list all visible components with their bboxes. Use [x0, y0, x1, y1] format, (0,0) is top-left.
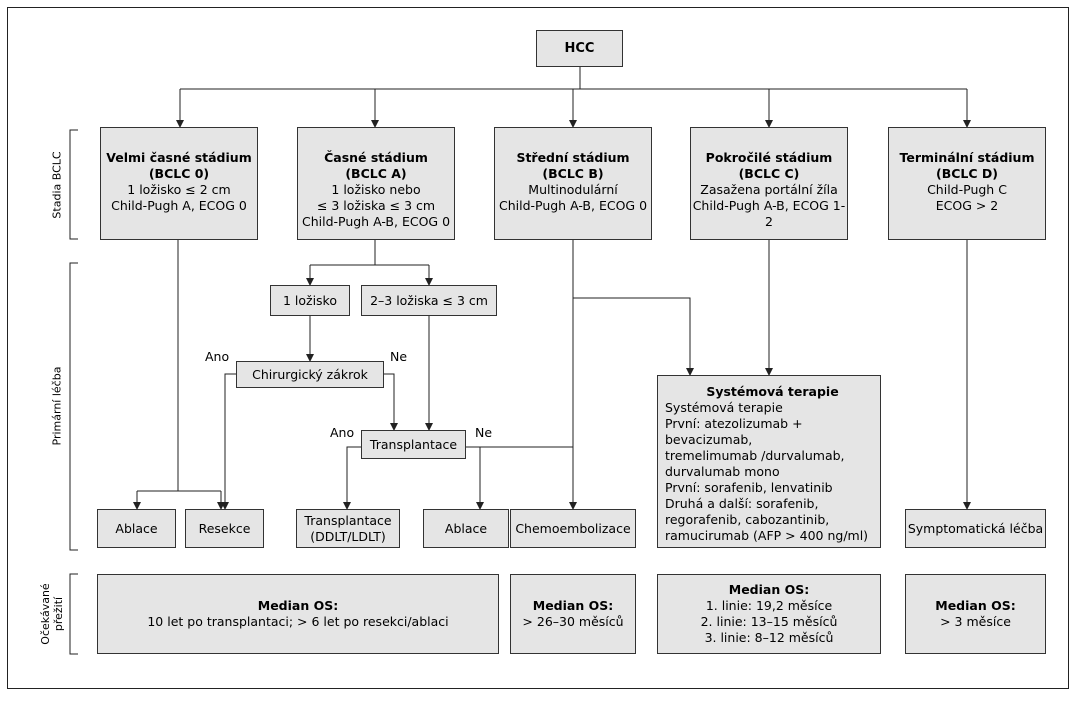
arrow-b-to-systemic: [573, 297, 694, 376]
stage-code: (BCLC 0): [148, 166, 210, 181]
systemic-line: regorafenib, cabozantinib,: [665, 512, 830, 527]
treatment-resection: Resekce: [185, 509, 264, 548]
treatment-symptomatic-label: Symptomatická léčba: [907, 520, 1044, 536]
survival-title: Median OS:: [257, 598, 339, 613]
stage-title: Časné stádium: [324, 150, 428, 165]
row-label-survival-1: Očekávané: [39, 583, 52, 645]
survival-title: Median OS:: [935, 598, 1016, 613]
label-surgery-no: Ne: [390, 349, 408, 364]
survival-line: 2. linie: 13–15 měsíců: [700, 614, 838, 629]
node-transplant-label: Transplantace: [369, 436, 458, 452]
stage-detail: Child-Pugh A-B, ECOG 0: [301, 214, 451, 229]
systemic-line: Systémová terapie: [665, 400, 783, 415]
node-two-three-lesions: 2–3 ložiska ≤ 3 cm: [361, 285, 497, 316]
row-label-stage: Stadia BCLC: [50, 151, 64, 219]
node-one-lesion-label: 1 ložisko: [282, 292, 338, 308]
stage-code: (BCLC A): [345, 166, 407, 181]
stage-detail: Child-Pugh A-B, ECOG 1-2: [692, 198, 846, 229]
hcc-label: HCC: [564, 40, 595, 56]
systemic-line: První: sorafenib, lenvatinib: [665, 480, 833, 495]
survival-title: Median OS:: [532, 598, 614, 613]
row-label-survival-2: přežití: [52, 596, 65, 632]
stage-title: Pokročilé stádium: [705, 150, 833, 165]
treatment-chemo-label: Chemoembolizace: [515, 520, 631, 536]
stage-detail: ≤ 3 ložiska ≤ 3 cm: [316, 198, 436, 213]
survival-title: Median OS:: [728, 582, 810, 597]
treatment-transplant-label: Transplantace: [304, 512, 392, 528]
stage-detail: Child-Pugh C: [927, 182, 1007, 197]
stage-title: Terminální stádium: [899, 150, 1035, 165]
systemic-title: Systémová terapie: [706, 384, 839, 399]
stage-detail: 1 ložisko ≤ 2 cm: [127, 182, 231, 197]
systemic-line: durvalumab mono: [665, 464, 780, 479]
survival-line: 3. linie: 8–12 měsíců: [704, 630, 834, 645]
survival-line: > 26–30 měsíců: [522, 614, 624, 629]
bracket-stage: [69, 129, 78, 240]
treatment-transplant-sub: (DDLT/LDLT): [310, 528, 386, 544]
stage-title: Velmi časné stádium: [106, 150, 252, 165]
treatment-chemoembolization: Chemoembolizace: [510, 509, 636, 548]
treatment-ablation-label: Ablace: [115, 520, 158, 536]
stage-code: (BCLC B): [542, 166, 604, 181]
survival-line: > 3 měsíce: [940, 614, 1011, 629]
arrow-surgery-no: [384, 373, 398, 431]
survival-line: 10 let po transplantaci; > 6 let po rese…: [147, 614, 449, 629]
treatment-ablation: Ablace: [97, 509, 176, 548]
systemic-line: První: atezolizumab + bevacizumab,: [665, 416, 803, 447]
stage-box-bclc-b: Střední stádium (BCLC B) Multinodulární …: [494, 127, 652, 240]
node-transplant-decision: Transplantace: [361, 430, 466, 459]
stage-detail: Child-Pugh A, ECOG 0: [111, 198, 247, 213]
survival-line: 1. linie: 19,2 měsíce: [705, 598, 833, 613]
stage-box-bclc-d: Terminální stádium (BCLC D) Child-Pugh C…: [888, 127, 1046, 240]
arrow-surgery-yes: [221, 373, 236, 510]
survival-box-early: Median OS: 10 let po transplantaci; > 6 …: [97, 574, 499, 654]
survival-box-terminal: Median OS: > 3 měsíce: [905, 574, 1046, 654]
treatment-transplant: Transplantace (DDLT/LDLT): [296, 509, 400, 548]
survival-box-advanced: Median OS: 1. linie: 19,2 měsíce 2. lini…: [657, 574, 881, 654]
node-one-lesion: 1 ložisko: [270, 285, 350, 316]
diagram-frame: [7, 7, 1069, 689]
treatment-resection-label: Resekce: [198, 520, 251, 536]
row-label-survival: Očekávané přežití: [39, 583, 65, 644]
systemic-line: tremelimumab /durvalumab,: [665, 448, 845, 463]
stage-detail: Zasažena portální žíla: [700, 182, 838, 197]
stage-detail: Child-Pugh A-B, ECOG 0: [498, 198, 648, 213]
treatment-ablation-2: Ablace: [423, 509, 509, 548]
label-surgery-yes: Ano: [205, 349, 230, 364]
stage-box-bclc-a: Časné stádium (BCLC A) 1 ložisko nebo ≤ …: [297, 127, 455, 240]
arrow-transplant-yes: [343, 446, 361, 510]
stage-detail: 1 ložisko nebo: [331, 182, 421, 197]
stage-detail: Multinodulární: [528, 182, 618, 197]
node-surgery-label: Chirurgický zákrok: [252, 366, 368, 382]
hcc-root-node: HCC: [536, 30, 623, 67]
label-transplant-no: Ne: [475, 425, 493, 440]
systemic-line: ramucirumab (AFP > 400 ng/ml): [665, 528, 869, 543]
systemic-therapy-box: Systémová terapie Systémová terapie Prvn…: [657, 375, 881, 548]
systemic-line: Druhá a další: sorafenib,: [665, 496, 819, 511]
stage-code: (BCLC D): [936, 166, 998, 181]
node-two-three-label: 2–3 ložiska ≤ 3 cm: [370, 292, 488, 308]
survival-box-intermediate: Median OS: > 26–30 měsíců: [510, 574, 636, 654]
stage-title: Střední stádium: [516, 150, 630, 165]
treatment-symptomatic: Symptomatická léčba: [905, 509, 1046, 548]
stage-code: (BCLC C): [738, 166, 800, 181]
bracket-primary: [69, 262, 78, 551]
row-label-primary: Primární léčba: [50, 366, 64, 446]
stage-box-bclc-0: Velmi časné stádium (BCLC 0) 1 ložisko ≤…: [100, 127, 258, 240]
stage-box-bclc-c: Pokročilé stádium (BCLC C) Zasažena port…: [690, 127, 848, 240]
label-transplant-yes: Ano: [330, 425, 355, 440]
stage-detail: ECOG > 2: [935, 198, 999, 213]
node-surgery: Chirurgický zákrok: [236, 361, 384, 388]
bracket-survival: [69, 573, 78, 655]
treatment-ablation2-label: Ablace: [444, 520, 488, 536]
